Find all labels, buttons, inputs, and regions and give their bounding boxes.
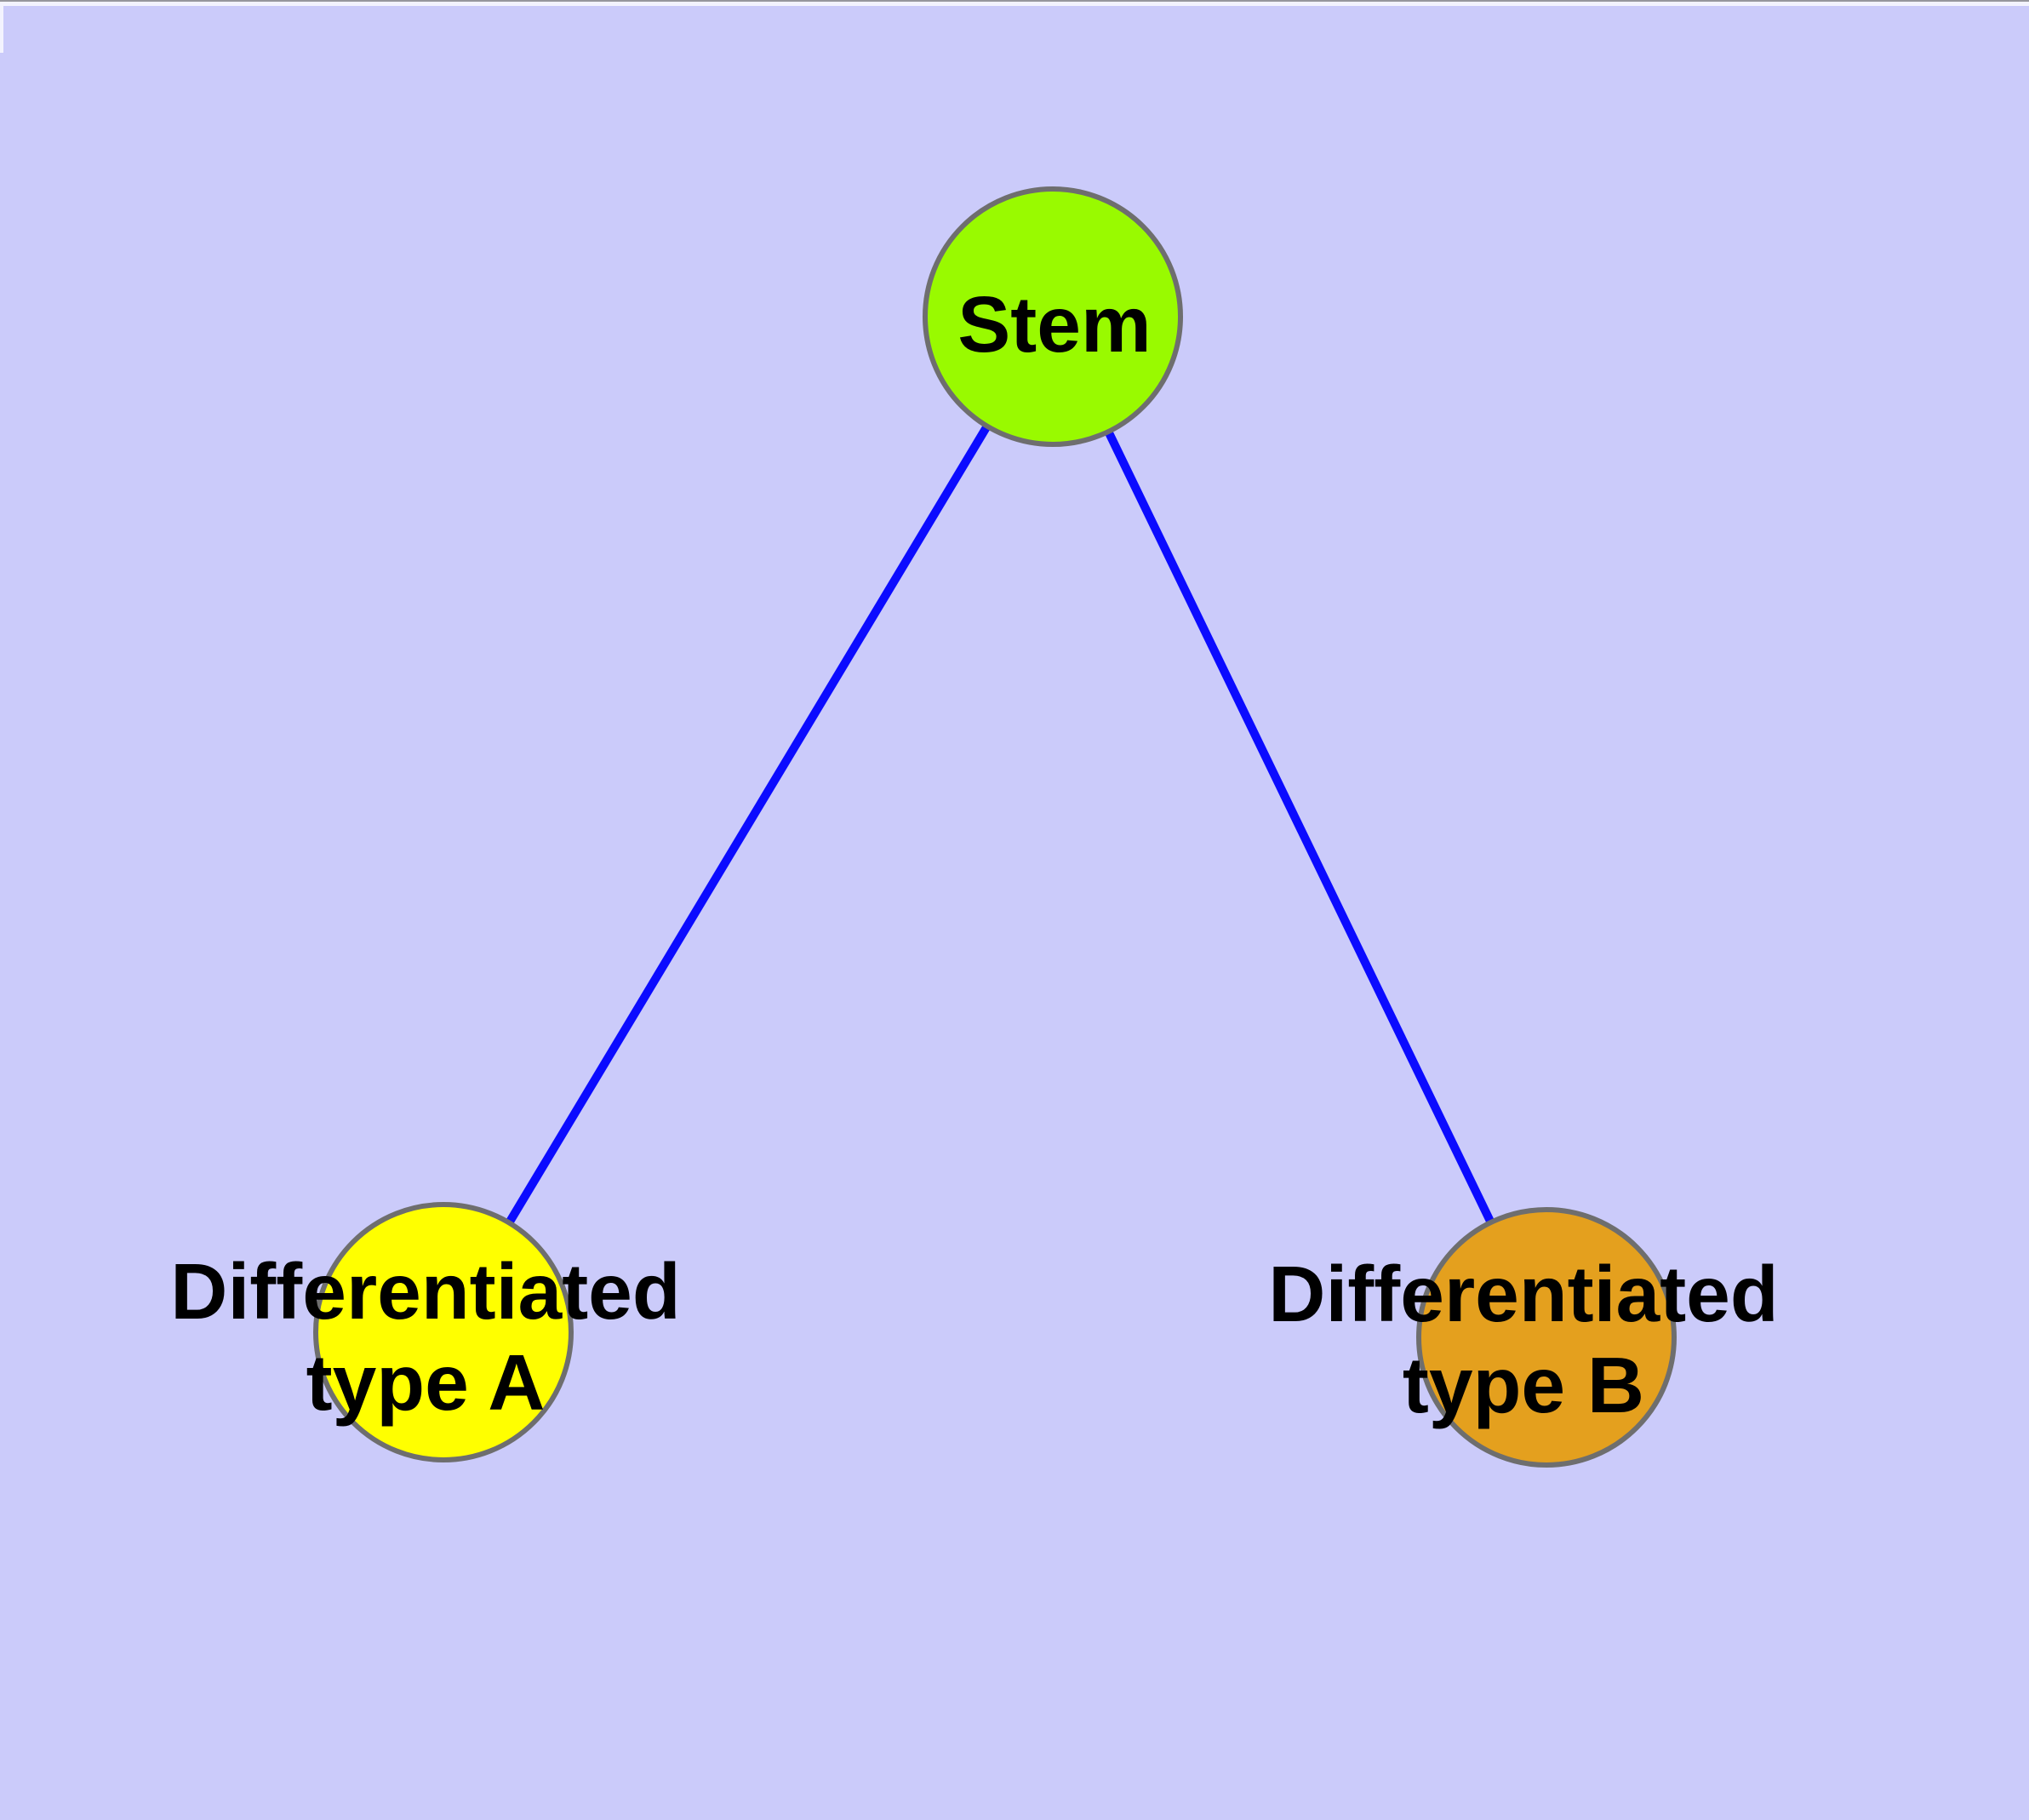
node-stem-label: Stem [957, 280, 1151, 369]
node-differentiated-type-b-circle[interactable] [1416, 1207, 1677, 1468]
window-left-highlight [0, 2, 3, 53]
node-differentiated-type-b-label-line2: type B [1403, 1341, 1644, 1429]
node-stem-circle[interactable] [923, 186, 1183, 447]
node-differentiated-type-b[interactable]: Differentiated type B [1268, 1207, 1779, 1468]
node-differentiated-type-a-label-line2: type A [306, 1338, 546, 1427]
node-differentiated-type-b-label-line1: Differentiated [1268, 1250, 1778, 1338]
node-differentiated-type-a-circle[interactable] [313, 1202, 574, 1462]
node-stem[interactable]: Stem [923, 186, 1183, 447]
node-differentiated-type-a[interactable]: Differentiated type A [170, 1202, 681, 1462]
edge-stem-to-type-a [439, 314, 1057, 1335]
window-top-highlight [0, 2, 2029, 6]
node-differentiated-type-a-label-line1: Differentiated [170, 1247, 680, 1336]
window-top-edge [0, 0, 2029, 2]
edge-stem-to-type-b [1049, 314, 1551, 1340]
